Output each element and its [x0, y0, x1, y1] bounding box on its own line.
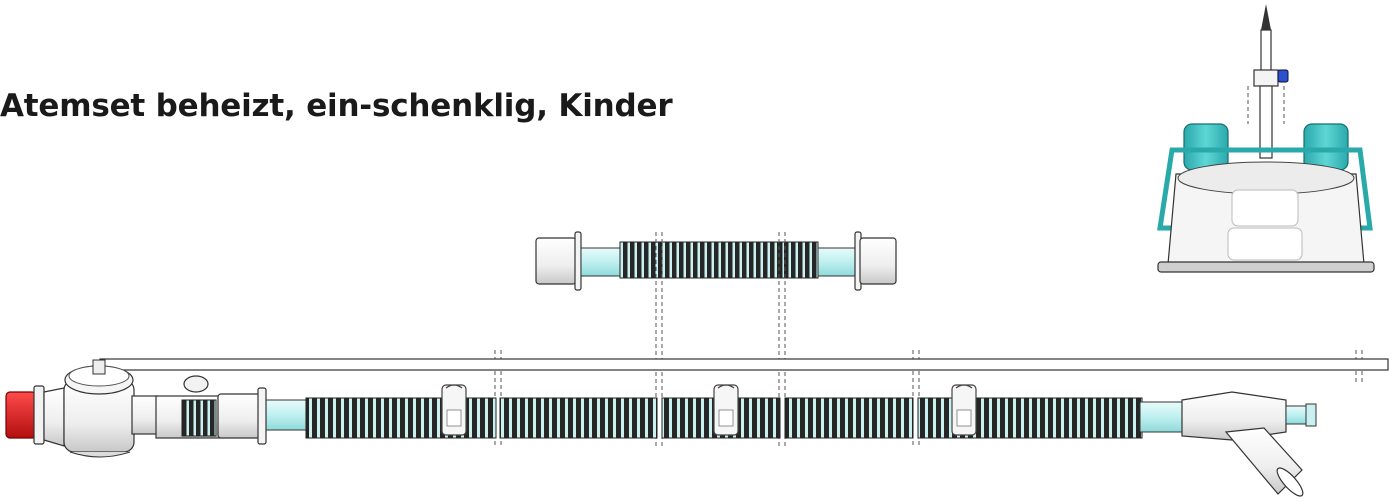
page-title: Atemset beheizt, ein-schenklig, Kinder: [0, 88, 673, 124]
patient-y-piece: [1181, 391, 1317, 497]
tube-clip: [951, 384, 977, 436]
tube-clip: [441, 384, 467, 436]
extension-tube: [535, 231, 897, 291]
chamber-connector: [5, 359, 267, 458]
main-heated-tube: [265, 384, 1185, 439]
tube-clip: [713, 384, 739, 436]
heater-wire-line: [99, 358, 1389, 371]
humidifier-chamber: [1157, 4, 1375, 273]
